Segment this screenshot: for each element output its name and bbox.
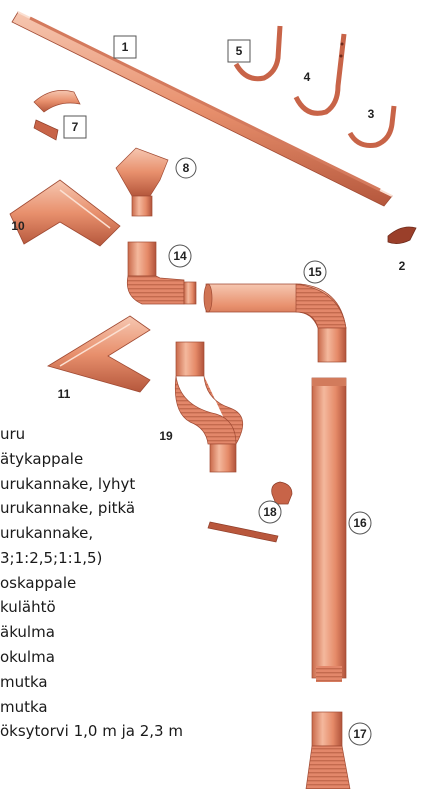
callout-10: 10 bbox=[11, 219, 25, 233]
downpipe bbox=[312, 378, 346, 682]
callout-1-label: 1 bbox=[122, 40, 129, 54]
legend-item: oskappale bbox=[0, 574, 76, 592]
callout-5-label: 5 bbox=[236, 44, 243, 58]
legend-item: okulma bbox=[0, 648, 55, 666]
callout-16-label: 16 bbox=[353, 516, 367, 530]
callout-11: 11 bbox=[58, 387, 71, 401]
callout-19: 19 bbox=[159, 429, 173, 443]
callout-7-label: 7 bbox=[72, 120, 79, 134]
callout-18: 18 bbox=[259, 501, 281, 523]
callout-2-label: 2 bbox=[399, 259, 406, 273]
callout-7: 7 bbox=[64, 116, 86, 138]
gutter-corner-outer bbox=[10, 180, 120, 246]
callout-4-label: 4 bbox=[304, 70, 311, 84]
callout-15: 15 bbox=[304, 261, 326, 283]
callout-3: 3 bbox=[368, 107, 375, 121]
gutter-corner-inner bbox=[48, 316, 150, 392]
legend-item: öksytorvi 1,0 m ja 2,3 m bbox=[0, 722, 183, 740]
callout-5: 5 bbox=[228, 40, 250, 62]
legend-item: mutka bbox=[0, 698, 48, 716]
callout-8: 8 bbox=[176, 158, 196, 178]
legend-item: äkulma bbox=[0, 623, 55, 641]
callout-17: 17 bbox=[349, 723, 371, 745]
callout-14-label: 14 bbox=[173, 249, 187, 263]
callout-18-label: 18 bbox=[263, 505, 277, 519]
downpipe-shoe bbox=[306, 712, 350, 789]
callout-2: 2 bbox=[399, 259, 406, 273]
gutter-end-cap bbox=[388, 227, 416, 244]
callout-11-label: 11 bbox=[58, 387, 71, 401]
legend-item: ätykappale bbox=[0, 450, 83, 468]
callout-4: 4 bbox=[304, 70, 311, 84]
callout-14: 14 bbox=[169, 245, 191, 267]
legend-item: 3;1:2,5;1:1,5) bbox=[0, 549, 102, 567]
callout-8-label: 8 bbox=[183, 161, 190, 175]
callout-3-label: 3 bbox=[368, 107, 375, 121]
legend-item: uru bbox=[0, 425, 25, 443]
legend-item: urukannake, pitkä bbox=[0, 499, 135, 517]
legend-item: urukannake, lyhyt bbox=[0, 475, 135, 493]
gutter-outlet bbox=[116, 148, 168, 216]
callout-19-label: 19 bbox=[159, 429, 173, 443]
legend-item: kulähtö bbox=[0, 598, 56, 616]
callout-16: 16 bbox=[349, 512, 371, 534]
legend-item: urukannake, bbox=[0, 524, 93, 542]
gutter-long bbox=[12, 12, 392, 206]
callout-17-label: 17 bbox=[353, 727, 367, 741]
legend-item: mutka bbox=[0, 673, 48, 691]
downpipe-bend bbox=[204, 284, 346, 362]
callout-15-label: 15 bbox=[308, 265, 322, 279]
downpipe-offset bbox=[175, 342, 242, 472]
callout-1: 1 bbox=[114, 36, 136, 58]
callout-10-label: 10 bbox=[11, 219, 25, 233]
